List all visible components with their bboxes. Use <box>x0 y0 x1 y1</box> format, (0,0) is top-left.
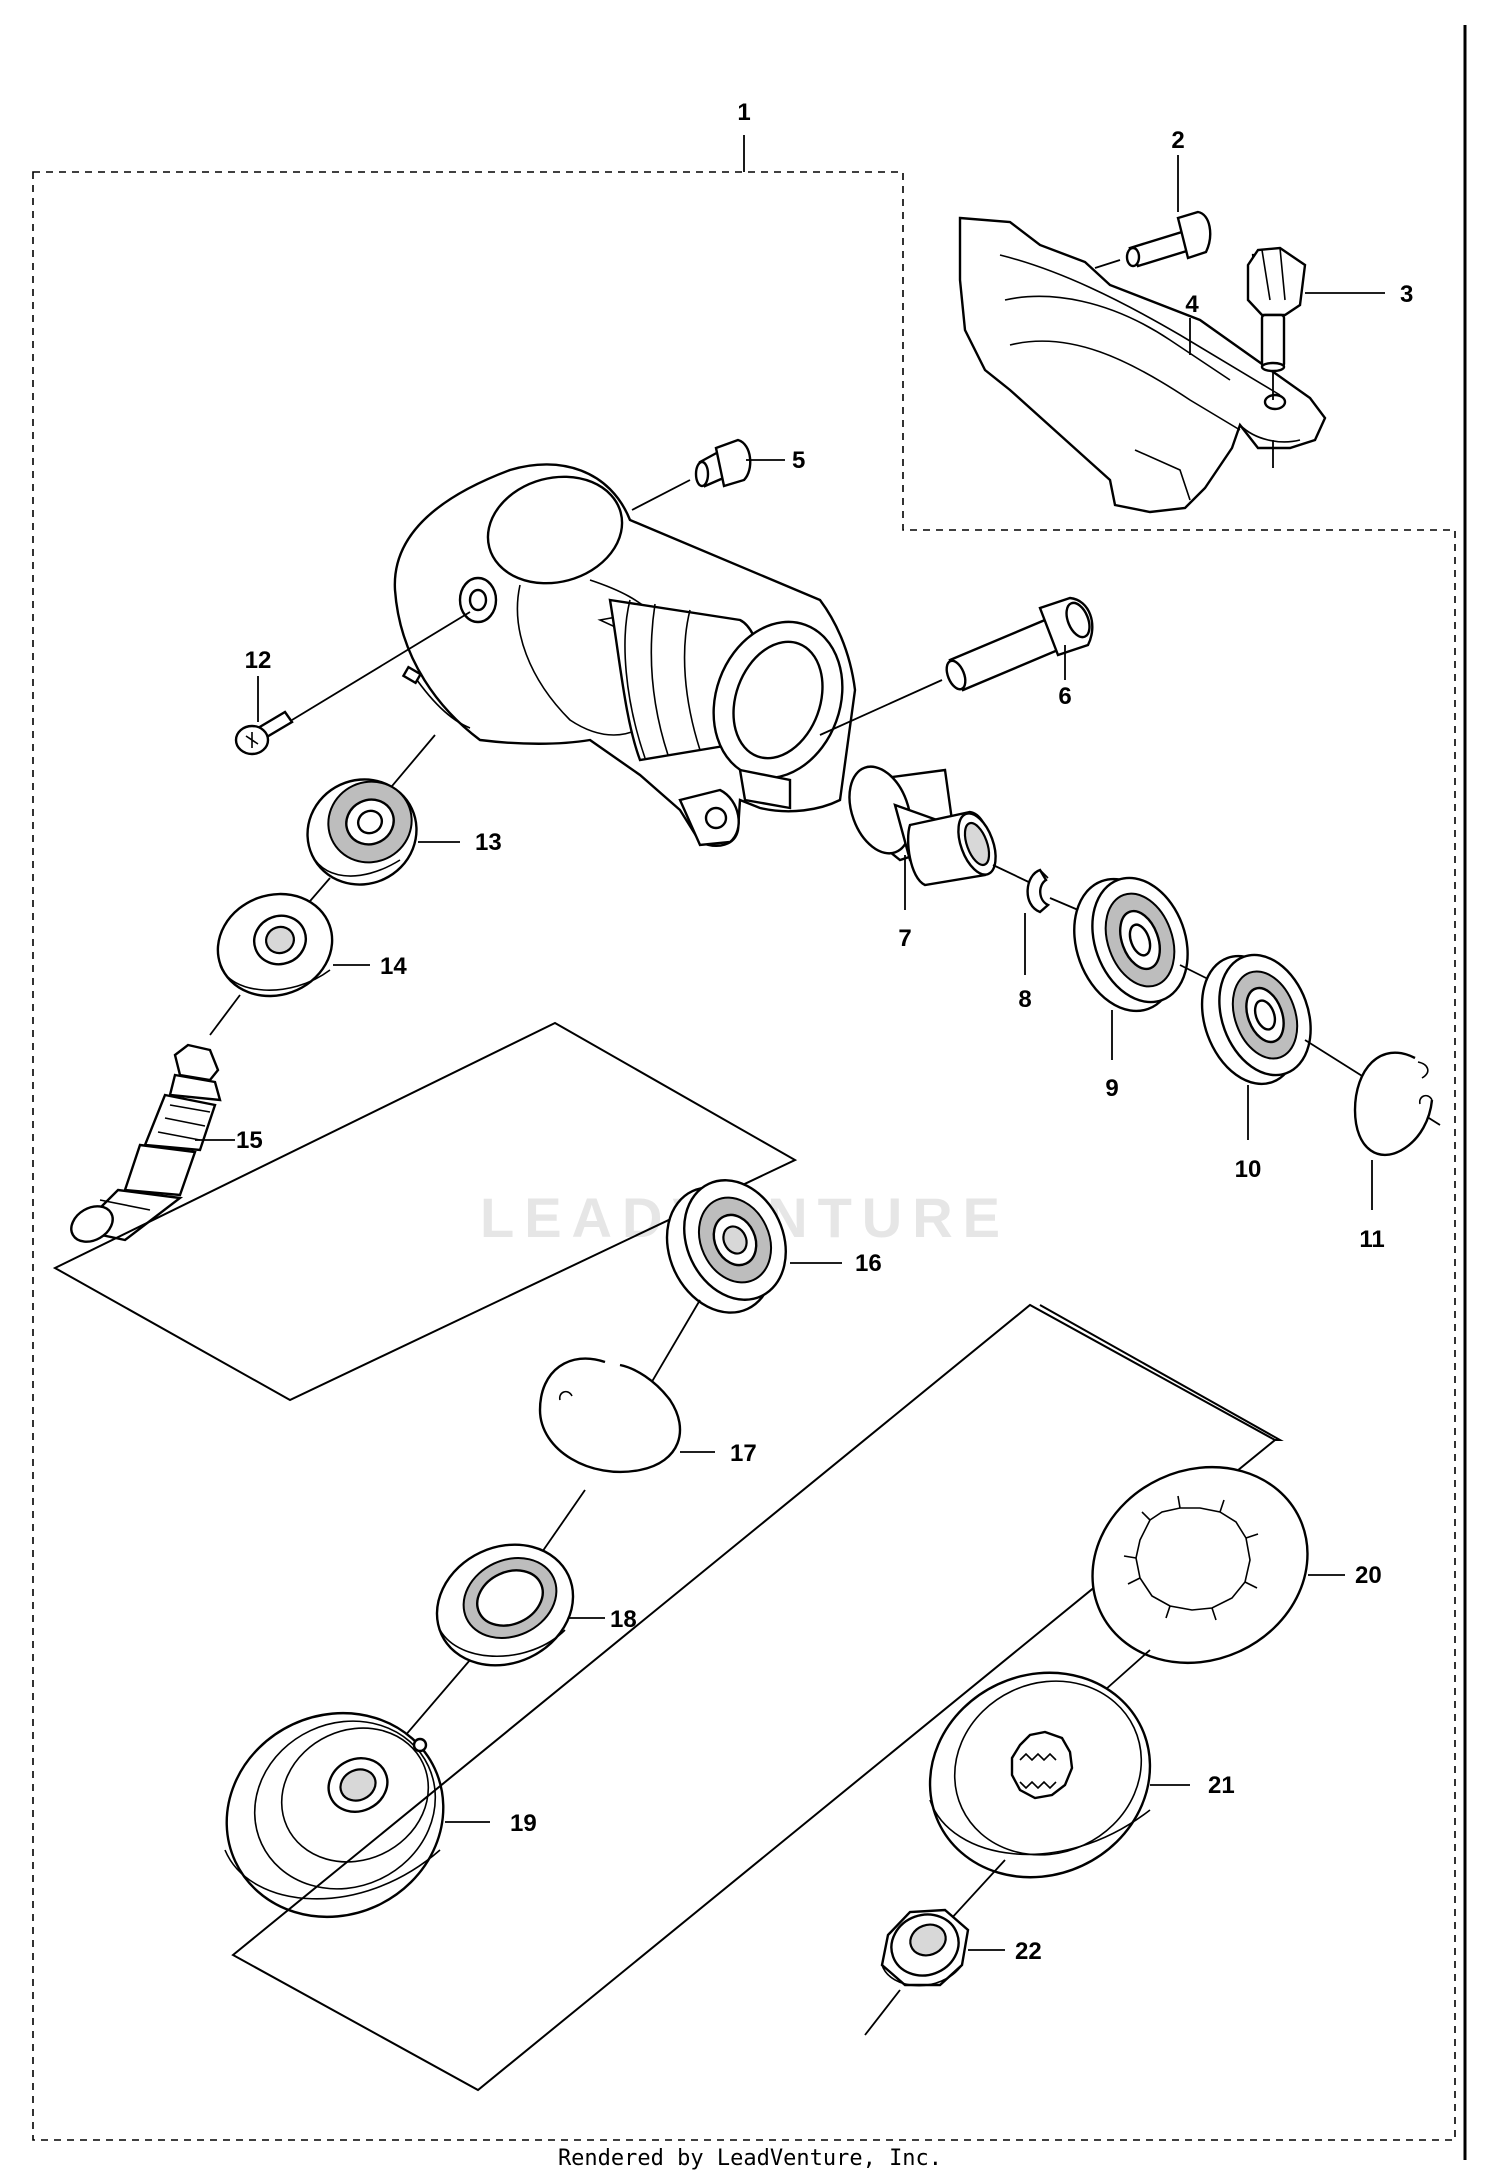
frame-fragment <box>1039 1304 1284 1441</box>
subassembly-frame-left <box>52 1021 798 1402</box>
callout-15: 15 <box>236 1127 263 1154</box>
callout-9: 9 <box>1105 1075 1118 1102</box>
callout-21: 21 <box>1208 1772 1235 1799</box>
callout-2: 2 <box>1171 127 1184 154</box>
part-19-flange-cup[interactable] <box>193 1678 477 1952</box>
part-22-flange-nut[interactable] <box>880 1905 970 1987</box>
callout-11: 11 <box>1359 1226 1384 1253</box>
axis-17-to-18 <box>539 1489 586 1556</box>
part-5-axis <box>631 479 691 511</box>
part-12-screw[interactable] <box>234 710 294 756</box>
part-6-axis <box>819 679 943 736</box>
callout-10: 10 <box>1235 1156 1262 1183</box>
axis-14-to-15 <box>209 994 241 1036</box>
callout-1: 1 <box>737 99 750 126</box>
part-4-guard-bracket[interactable] <box>958 216 1327 514</box>
assembly-group-outline <box>32 171 1456 2141</box>
part-5-plug-screw[interactable] <box>694 438 752 488</box>
part-3-pin[interactable] <box>1246 246 1307 373</box>
callout-4: 4 <box>1185 291 1199 318</box>
part-18-seal[interactable] <box>417 1523 593 1687</box>
callout-5: 5 <box>792 447 805 474</box>
part-21-support-cup[interactable] <box>896 1637 1184 1913</box>
callout-22: 22 <box>1015 1938 1042 1965</box>
callout-7: 7 <box>898 925 911 952</box>
callout-20: 20 <box>1355 1562 1382 1589</box>
part-20-thrust-washer[interactable] <box>1060 1432 1340 1697</box>
axis-21-to-22 <box>949 1859 1006 1921</box>
part-2-screw[interactable] <box>1125 210 1212 268</box>
callout-8: 8 <box>1018 986 1031 1013</box>
part-14-seal[interactable] <box>203 878 346 1012</box>
callout-6: 6 <box>1058 683 1071 710</box>
part-11-circlip[interactable] <box>1353 1051 1434 1157</box>
part-17-circlip[interactable] <box>538 1357 682 1474</box>
callout-17: 17 <box>730 1440 757 1467</box>
axis-22-down <box>864 1989 901 2036</box>
part-1-gear-housing[interactable] <box>393 462 864 847</box>
part-16-bearing[interactable] <box>647 1164 804 1331</box>
footer-credit: Rendered by LeadVenture, Inc. <box>557 2146 943 2171</box>
part-13-bearing[interactable] <box>290 762 434 903</box>
callout-14: 14 <box>380 953 407 980</box>
part-7-sleeve[interactable] <box>838 758 1003 887</box>
part-15-pinion-shaft[interactable] <box>65 1043 222 1249</box>
callout-12: 12 <box>245 647 272 674</box>
axis-20-to-21 <box>1104 1649 1151 1691</box>
callout-13: 13 <box>475 829 502 856</box>
callout-19: 19 <box>510 1810 537 1837</box>
callout-3: 3 <box>1400 281 1413 308</box>
callout-16: 16 <box>855 1250 882 1277</box>
part-12-axis <box>291 611 471 721</box>
part-6-long-bolt[interactable] <box>943 596 1094 692</box>
part-9-bearing[interactable] <box>1057 864 1205 1025</box>
part-2-axis <box>1094 259 1121 269</box>
part-10-bearing[interactable] <box>1185 942 1326 1097</box>
callout-18: 18 <box>610 1606 637 1633</box>
part-8-e-clip[interactable] <box>1026 868 1051 914</box>
